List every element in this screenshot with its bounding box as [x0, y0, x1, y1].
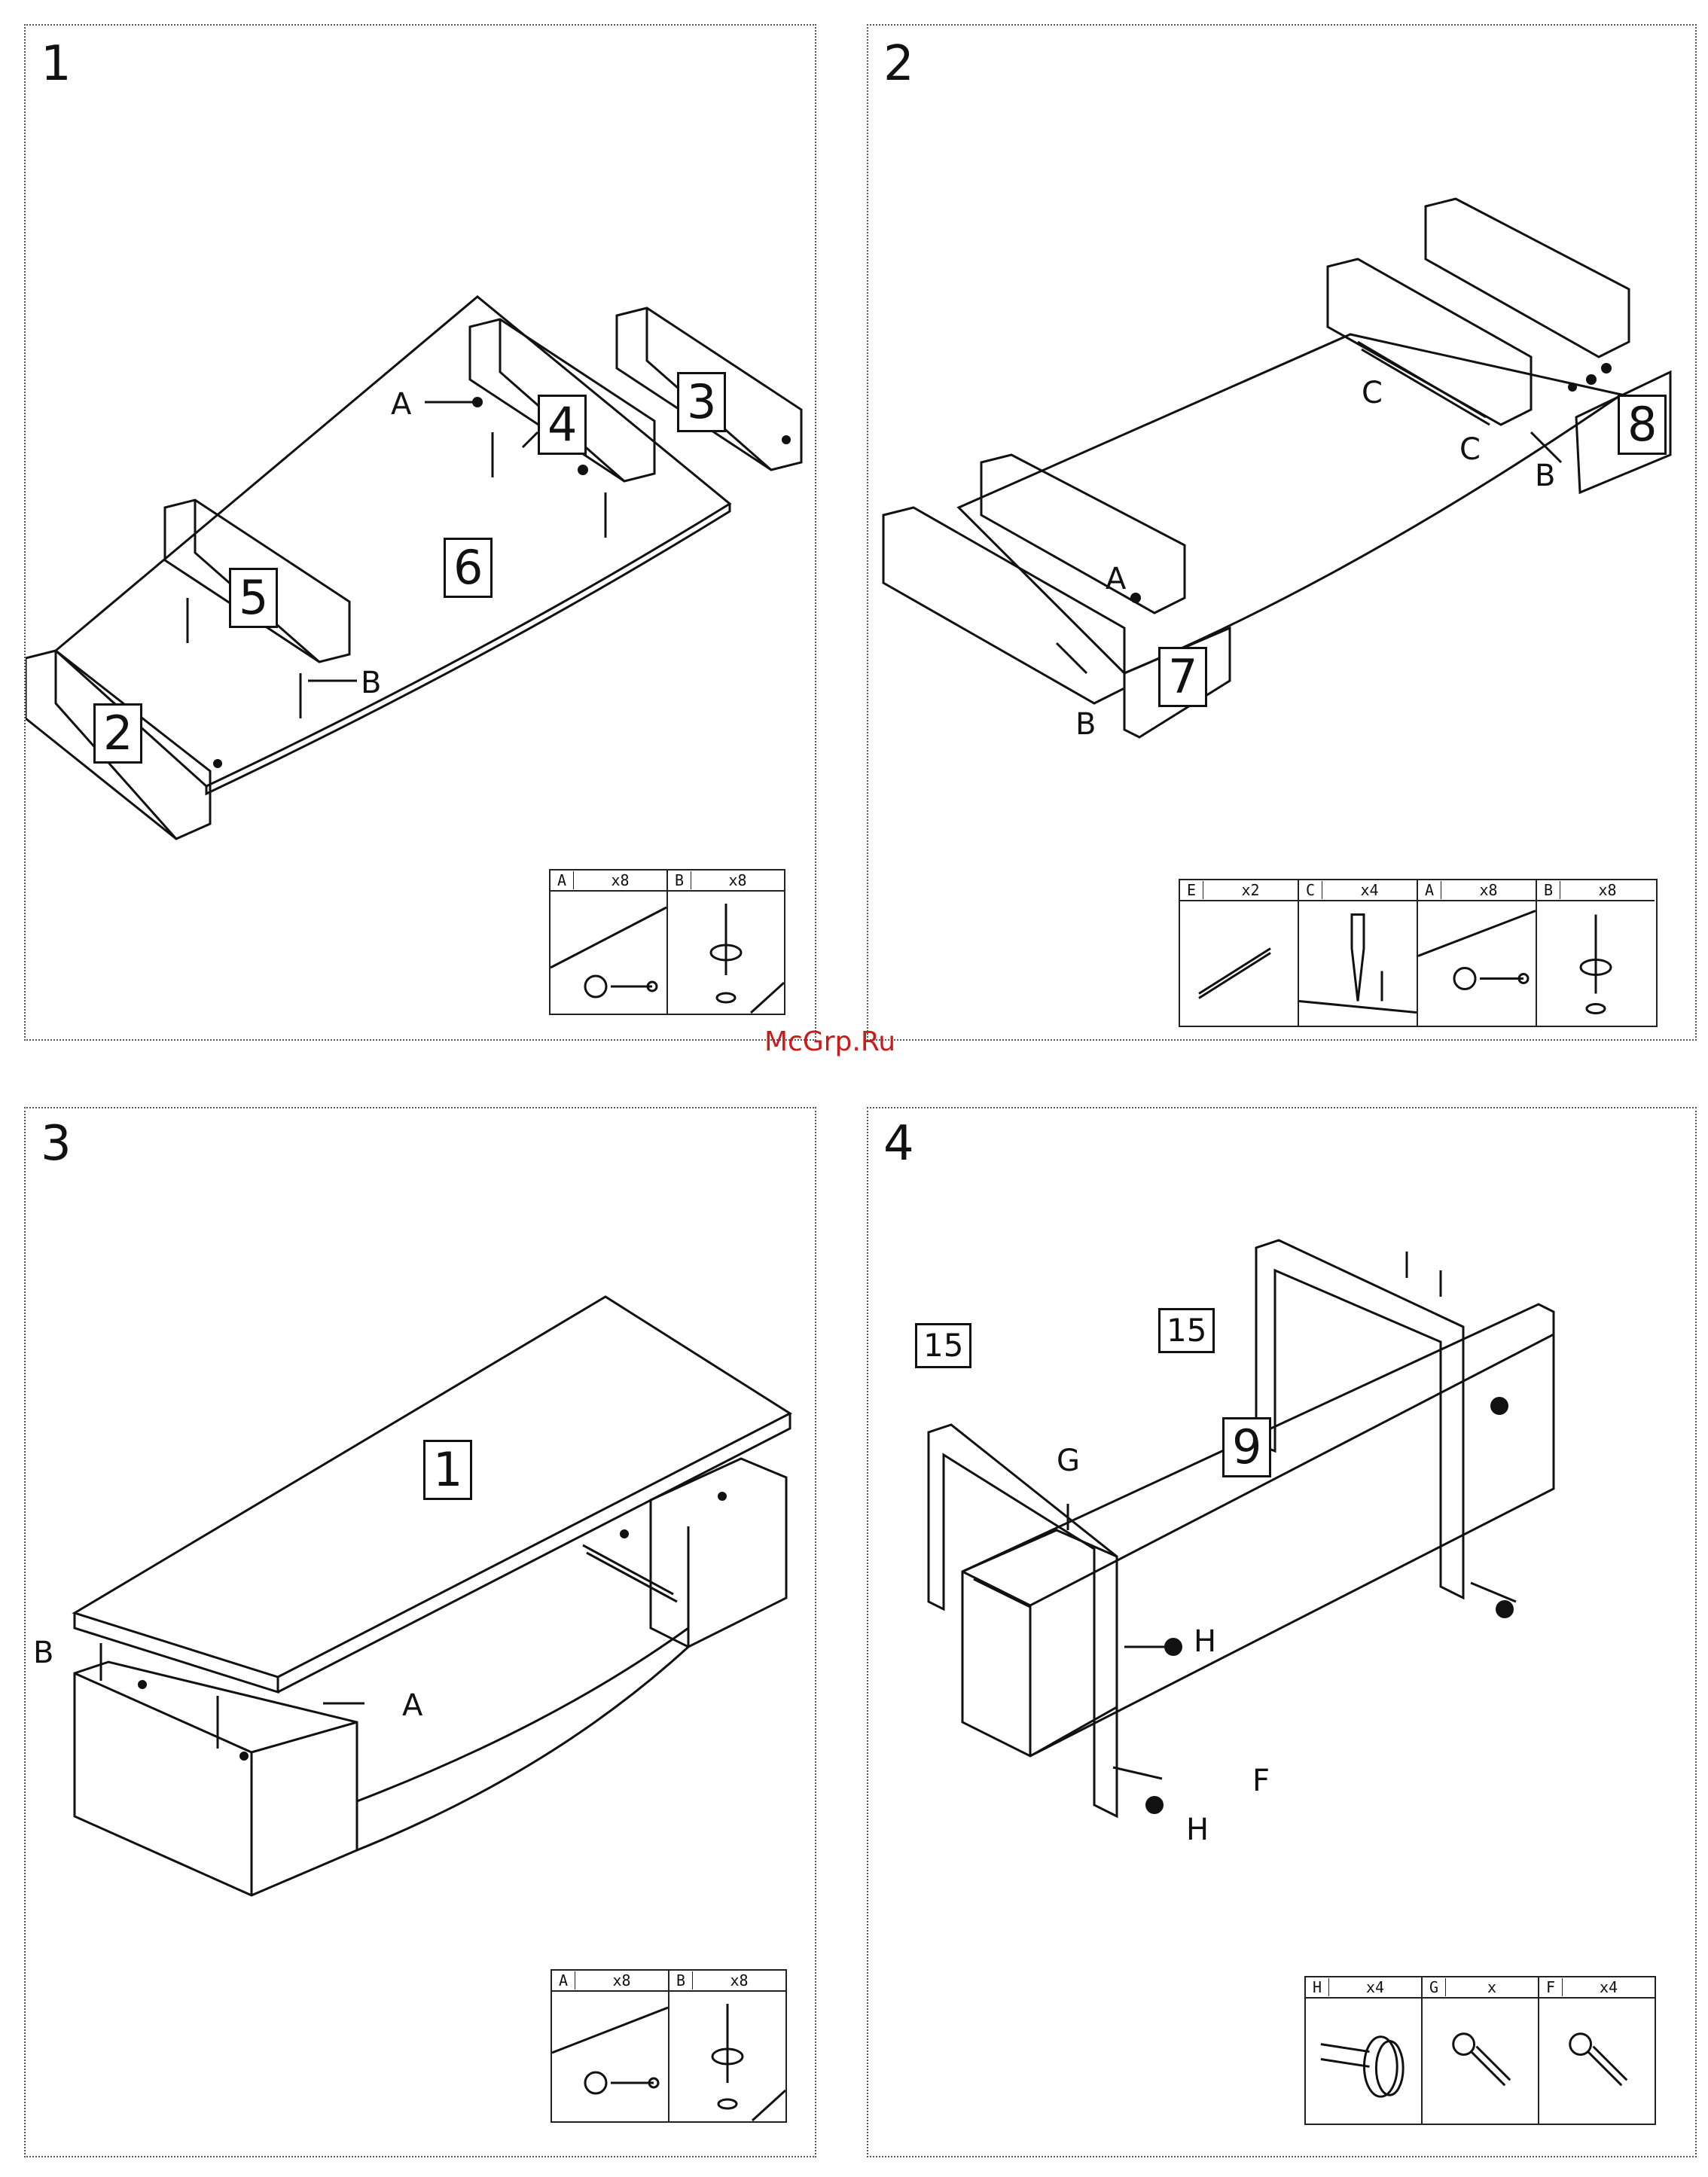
fitting-label-c: C: [1459, 432, 1481, 467]
part-label-5: 5: [229, 568, 278, 628]
cam-lock-icon: [1418, 901, 1536, 1026]
fitting-label-g: G: [1057, 1444, 1080, 1478]
part-label-4: 4: [538, 395, 587, 455]
fitting-label-a: A: [1106, 562, 1126, 596]
cam-bolt-icon: [668, 892, 784, 1014]
legend-qty: x8: [574, 871, 666, 889]
part-label-3: 3: [677, 372, 726, 432]
step-4-panel: 4 15 15 9 G H H F: [867, 1107, 1697, 2157]
legend-qty: x: [1446, 1978, 1538, 1996]
bolt-icon: [1423, 1999, 1538, 2124]
legend-qty: x4: [1329, 1978, 1421, 1996]
legend-qty: x8: [691, 871, 784, 889]
part-label-8: 8: [1618, 395, 1667, 455]
fitting-label-c: C: [1362, 376, 1383, 410]
part-label-7: 7: [1158, 647, 1207, 707]
cam-bolt-icon: [1537, 901, 1655, 1026]
fitting-label-b: B: [361, 666, 381, 700]
legend-qty: x8: [575, 1971, 668, 1989]
part-label-1: 1: [423, 1440, 472, 1500]
cam-lock-icon: [551, 892, 666, 1014]
fitting-label-f: F: [1252, 1764, 1270, 1798]
wood-screw-icon: [1299, 901, 1417, 1026]
fitting-label-b: B: [33, 1636, 53, 1670]
legend-key: E: [1180, 881, 1203, 899]
step-3-panel: 3 1 A B: [24, 1107, 816, 2157]
legend-key: A: [552, 1971, 575, 1989]
legend-qty: x8: [693, 1971, 785, 1989]
leveling-foot-icon: [1306, 1999, 1421, 2124]
part-label-15: 15: [915, 1323, 971, 1368]
fitting-label-b: B: [1535, 459, 1555, 493]
legend-qty: x8: [1441, 881, 1536, 899]
fitting-label-h: H: [1186, 1813, 1209, 1847]
legend-key: A: [1418, 881, 1441, 899]
legend-qty: x2: [1203, 881, 1298, 899]
legend-key: H: [1306, 1978, 1329, 1996]
fitting-label-a: A: [402, 1688, 422, 1723]
legend-qty: x4: [1563, 1978, 1655, 1996]
step-2-panel: 2 7 8 A B B C C: [867, 24, 1697, 1041]
legend-key: C: [1299, 881, 1322, 899]
part-label-2: 2: [93, 703, 142, 764]
legend-key: B: [669, 1971, 693, 1989]
cam-lock-icon: [552, 1992, 668, 2121]
fitting-label-a: A: [391, 387, 411, 422]
site-watermark: McGrp.Ru: [764, 1026, 895, 1057]
legend-key: G: [1423, 1978, 1446, 1996]
part-label-15: 15: [1158, 1308, 1215, 1353]
legend-key: B: [668, 871, 691, 889]
rail-strip-icon: [1180, 901, 1298, 1026]
legend-qty: x4: [1322, 881, 1417, 899]
legend-key: B: [1537, 881, 1560, 899]
legend-qty: x8: [1560, 881, 1655, 899]
legend-key: A: [551, 871, 574, 889]
fitting-label-b: B: [1075, 707, 1096, 742]
part-label-6: 6: [444, 538, 493, 598]
legend-key: F: [1539, 1978, 1563, 1996]
fitting-label-h: H: [1194, 1624, 1216, 1659]
part-label-9: 9: [1222, 1417, 1271, 1477]
bolt-icon: [1539, 1999, 1655, 2124]
cam-bolt-icon: [669, 1992, 785, 2121]
step-1-panel: 1: [24, 24, 816, 1041]
